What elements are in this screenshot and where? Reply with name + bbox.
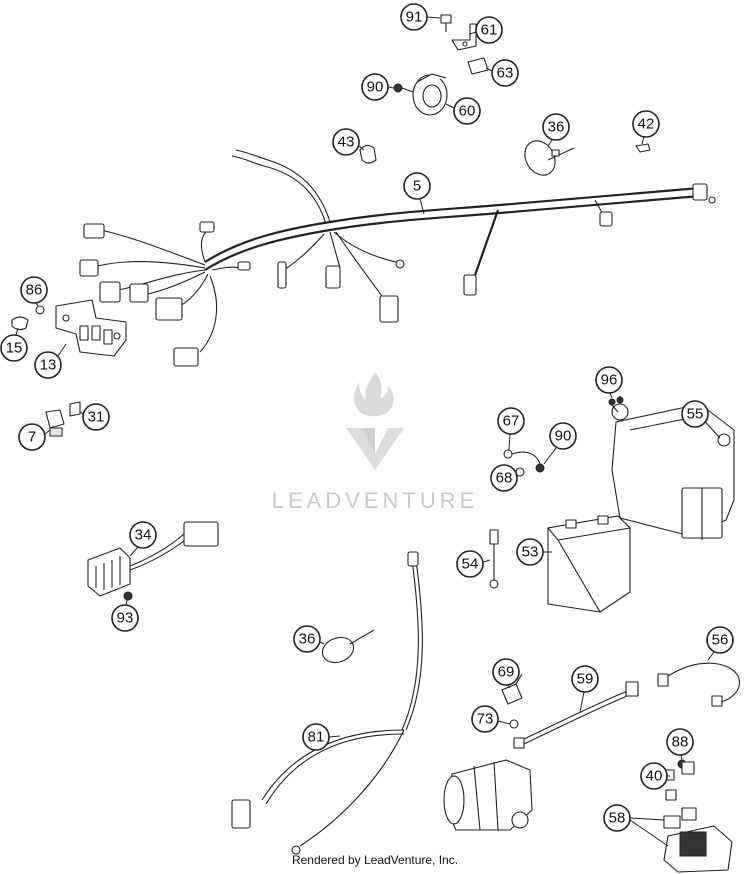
- callout-81: 81: [302, 723, 341, 751]
- svg-text:40: 40: [646, 768, 663, 785]
- callout-93: 93: [111, 599, 139, 632]
- svg-text:13: 13: [40, 357, 57, 374]
- svg-text:60: 60: [459, 103, 476, 120]
- starter-harness-81: [231, 551, 423, 855]
- battery-box-55: [611, 396, 735, 540]
- callout-73: 73: [471, 705, 511, 733]
- screw-96: [608, 398, 619, 413]
- callout-67: 67: [497, 407, 525, 451]
- svg-text:69: 69: [498, 664, 515, 681]
- svg-text:93: 93: [117, 610, 134, 627]
- harness-bracket-13: [55, 299, 127, 357]
- nut-15: [11, 316, 29, 331]
- clip-42: [635, 143, 651, 153]
- callout-40: 40: [640, 762, 670, 790]
- cable-56: [657, 662, 740, 707]
- svg-text:63: 63: [497, 65, 514, 82]
- callout-90-battery: 90: [543, 422, 577, 465]
- footer-credit: Rendered by LeadVenture, Inc.: [291, 853, 459, 867]
- svg-text:53: 53: [522, 544, 539, 561]
- callout-31: 31: [79, 403, 110, 431]
- cap-69: [501, 673, 523, 705]
- callout-7: 7: [18, 423, 51, 451]
- fuse-54: [489, 529, 499, 589]
- svg-text:56: 56: [712, 632, 729, 649]
- callout-42: 42: [632, 110, 660, 145]
- svg-text:68: 68: [496, 470, 513, 487]
- callout-13: 13: [34, 343, 67, 379]
- callout-43: 43: [332, 128, 365, 156]
- svg-text:86: 86: [26, 282, 43, 299]
- svg-text:55: 55: [687, 406, 704, 423]
- grommet-43: [359, 144, 377, 164]
- callout-60: 60: [445, 97, 481, 125]
- voltage-regulator-34: [87, 521, 219, 601]
- callout-56: 56: [706, 626, 734, 661]
- svg-text:31: 31: [88, 409, 105, 426]
- callout-68: 68: [490, 464, 518, 492]
- callout-36-bottom: 36: [293, 625, 325, 653]
- svg-text:91: 91: [406, 9, 423, 26]
- callout-86: 86: [20, 276, 48, 307]
- callout-5: 5: [403, 172, 431, 215]
- callout-54: 54: [456, 550, 491, 578]
- callout-91: 91: [400, 3, 441, 31]
- callout-36-top: 36: [542, 113, 570, 147]
- svg-text:54: 54: [462, 556, 479, 573]
- svg-text:34: 34: [135, 527, 152, 544]
- callout-34: 34: [129, 521, 157, 557]
- svg-text:15: 15: [6, 340, 23, 357]
- cable-tie-36-bottom: [321, 629, 375, 664]
- cable-tie-36-top: [524, 140, 575, 176]
- battery-53: [547, 515, 631, 613]
- svg-text:5: 5: [413, 178, 421, 195]
- fuses-40: [663, 761, 695, 801]
- relay-7: [45, 409, 65, 437]
- holder-31: [69, 401, 81, 417]
- svg-text:7: 7: [28, 429, 36, 446]
- callout-55: 55: [681, 400, 709, 428]
- cable-59: [513, 681, 639, 749]
- svg-text:90: 90: [367, 79, 384, 96]
- svg-text:88: 88: [672, 734, 689, 751]
- callout-15: 15: [0, 327, 28, 362]
- callout-59: 59: [571, 665, 599, 713]
- svg-text:81: 81: [308, 729, 325, 746]
- svg-text:42: 42: [638, 116, 655, 133]
- callout-58: 58: [603, 804, 669, 847]
- svg-text:58: 58: [609, 810, 626, 827]
- svg-text:59: 59: [577, 671, 594, 688]
- svg-text:67: 67: [503, 413, 520, 430]
- starter-relay-58: [663, 807, 733, 873]
- callout-69: 69: [492, 658, 520, 689]
- callout-63: 63: [485, 59, 519, 87]
- screw-86: [35, 305, 45, 315]
- svg-text:90: 90: [555, 428, 572, 445]
- svg-text:43: 43: [338, 134, 355, 151]
- horn-assembly: [393, 14, 489, 116]
- callout-61: 61: [469, 16, 503, 44]
- svg-text:61: 61: [481, 22, 498, 39]
- svg-text:96: 96: [601, 372, 618, 389]
- main-wiring-harness: [79, 149, 716, 367]
- svg-text:73: 73: [477, 711, 494, 728]
- svg-text:36: 36: [548, 119, 565, 136]
- cable-67: [503, 449, 545, 473]
- starter-motor: [443, 759, 533, 831]
- callout-96: 96: [595, 366, 623, 399]
- callout-88: 88: [666, 728, 694, 761]
- callout-53: 53: [516, 538, 552, 566]
- callout-90-horn: 90: [361, 73, 395, 101]
- svg-text:36: 36: [299, 631, 316, 648]
- nut-73: [509, 719, 519, 729]
